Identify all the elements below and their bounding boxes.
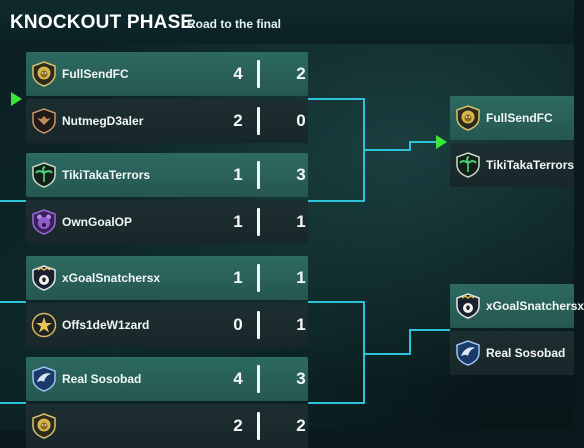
ball-shield-crest-icon [455,293,481,319]
page-subtitle: Road to the final [187,17,281,31]
semifinal-team-row[interactable]: TikiTakaTerrors [450,143,574,187]
score-leg-2: 0 [296,111,306,130]
score-divider [257,208,260,236]
score-leg-1: 2 [233,111,243,130]
score-leg-1: 4 [233,64,243,83]
lion-crest-icon [31,61,57,87]
palm-crest-icon [31,162,57,188]
semifinal-team-row[interactable]: Real Sosobad [450,331,574,375]
page-title: KNOCKOUT PHASE [10,12,194,33]
score-leg-1: 1 [233,268,243,287]
advance-arrow-icon [436,135,447,149]
semifinal-team-row[interactable]: FullSendFC [450,96,574,140]
match-team-row[interactable]: FullSendFC 4 2 [26,52,308,96]
score-leg-2: 1 [296,268,306,287]
score-leg-1: 1 [233,165,243,184]
header-bar: KNOCKOUT PHASE Road to the final [0,0,574,44]
bracket-connectors [0,92,450,404]
score-divider [257,412,260,440]
connector-line [308,301,450,355]
team-name: xGoalSnatchersx [486,299,584,313]
match-team-row[interactable]: Real Sosobad 4 3 [26,357,308,401]
score-leg-1: 0 [233,315,243,334]
match-team-row[interactable]: NutmegD3aler 2 0 [26,99,308,143]
ball-shield-crest-icon [31,265,57,291]
score-leg-2: 1 [296,212,306,231]
advance-arrow-icon [11,92,22,106]
bird-crest-icon [455,340,481,366]
team-name: Real Sosobad [62,372,142,386]
semifinal-team-row[interactable]: xGoalSnatchersx [450,284,584,328]
team-name: FullSendFC [62,67,129,81]
palm-crest-icon [455,152,481,178]
match-team-row[interactable]: OwnGoalOP 1 1 [26,200,308,244]
bird-crest-icon [31,366,57,392]
star-crest-icon [31,312,57,338]
connector-line [308,98,436,151]
score-leg-2: 2 [296,416,306,435]
team-name: Offs1deW1zard [62,318,150,332]
lion-crest-icon [31,413,57,439]
score-divider [257,161,260,189]
team-name: FullSendFC [486,111,553,125]
match-team-row[interactable]: xGoalSnatchersx 1 1 [26,256,308,300]
score-leg-1: 4 [233,369,243,388]
team-name: TikiTakaTerrors [62,168,151,182]
hawk-crest-icon [31,108,57,134]
score-divider [257,311,260,339]
team-name: TikiTakaTerrors [486,158,575,172]
team-name: xGoalSnatchersx [62,271,161,285]
score-leg-2: 2 [296,64,306,83]
score-leg-1: 2 [233,416,243,435]
score-leg-2: 1 [296,315,306,334]
team-name: Real Sosobad [486,346,566,360]
match-team-row[interactable]: Offs1deW1zard 0 1 [26,303,308,347]
score-leg-2: 3 [296,165,306,184]
team-name: OwnGoalOP [62,215,133,229]
score-divider [257,60,260,88]
team-name: NutmegD3aler [62,114,144,128]
score-divider [257,365,260,393]
lion-crest-icon [455,105,481,131]
score-divider [257,264,260,292]
match-team-row[interactable]: TikiTakaTerrors 1 3 [26,153,308,197]
bear-crest-icon [31,209,57,235]
connector-line [308,354,365,404]
score-leg-2: 3 [296,369,306,388]
connector-line [308,150,365,202]
score-leg-1: 1 [233,212,243,231]
score-divider [257,107,260,135]
